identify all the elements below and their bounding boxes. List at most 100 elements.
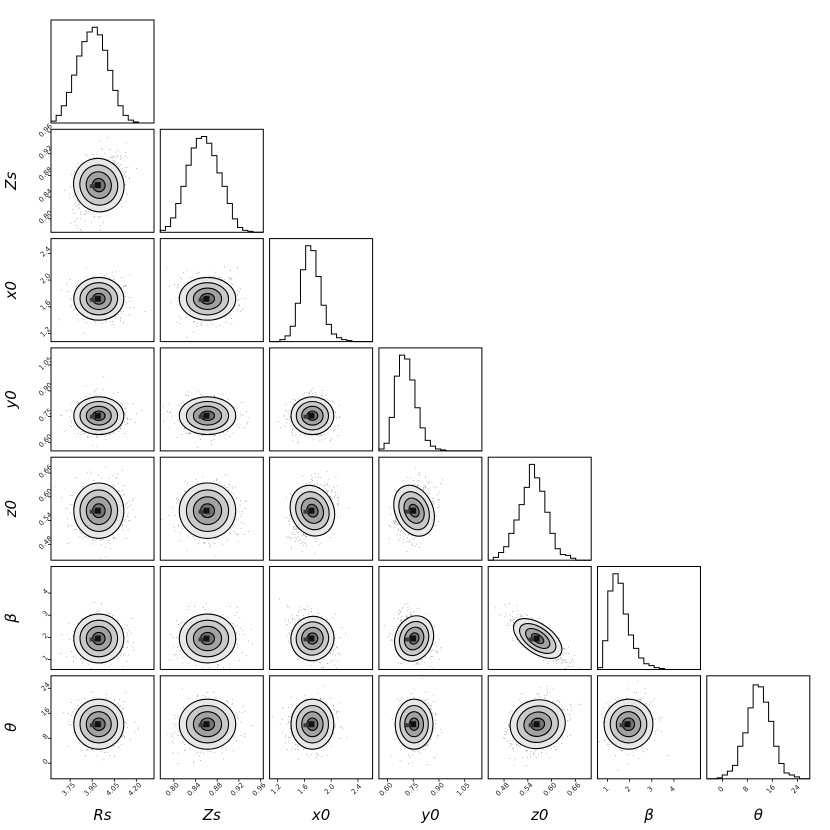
axes-frame bbox=[269, 347, 374, 452]
axes-frame bbox=[50, 128, 155, 233]
axes-frame bbox=[269, 675, 374, 780]
x-axis-label-z0: z0 bbox=[530, 806, 548, 824]
y-tick-label: 2 bbox=[41, 632, 50, 641]
y-tick-label: 1.2 bbox=[39, 325, 53, 339]
y-tick-label: 0.66 bbox=[37, 463, 54, 480]
axes-frame bbox=[159, 566, 264, 670]
panel-Zs-z0 bbox=[159, 456, 264, 561]
panel-y0-y0 bbox=[378, 347, 483, 452]
axes-frame bbox=[378, 347, 483, 452]
x-tick-label: 4.20 bbox=[127, 781, 144, 798]
panel-beta-beta bbox=[597, 566, 701, 670]
panel-x0-y0 bbox=[269, 347, 374, 452]
x-axis-label-beta: β bbox=[643, 806, 654, 824]
x-tick-label: 16 bbox=[765, 783, 777, 795]
axes-frame bbox=[159, 238, 264, 343]
panel-beta-theta: 1 2 3 4 bbox=[597, 675, 701, 794]
y-tick-label: 2.0 bbox=[39, 272, 53, 286]
y-axis-label-beta: β bbox=[2, 613, 20, 624]
x-axis-label-y0: y0 bbox=[420, 806, 439, 824]
y-axis-label-y0: y0 bbox=[2, 390, 20, 409]
axes-frame bbox=[50, 456, 155, 561]
histogram-x0 bbox=[269, 245, 373, 343]
x-tick-label: 0.80 bbox=[164, 781, 181, 798]
x-tick-label: 3.90 bbox=[82, 781, 99, 798]
x-tick-label: 0.75 bbox=[403, 781, 420, 798]
x-tick-label: 1.6 bbox=[296, 782, 310, 796]
axes-frame bbox=[706, 675, 811, 780]
x-tick-label: 0.54 bbox=[518, 781, 535, 798]
y-axis-label-z0: z0 bbox=[2, 500, 20, 518]
x-axis-label-theta: θ bbox=[754, 806, 763, 824]
histogram-y0 bbox=[378, 354, 482, 452]
axes-frame bbox=[378, 456, 483, 561]
axes-frame bbox=[159, 347, 264, 452]
panel-theta-theta: 0 8 16 24 bbox=[706, 675, 811, 795]
panel-z0-z0 bbox=[487, 456, 592, 561]
axes-frame bbox=[50, 566, 155, 670]
y-tick-label: 1 bbox=[41, 654, 50, 663]
x-tick-label: 0.60 bbox=[542, 781, 559, 798]
axes-frame bbox=[487, 566, 592, 670]
axes-frame bbox=[378, 675, 483, 780]
x-tick-label: 1.2 bbox=[269, 783, 283, 797]
panel-z0-beta bbox=[487, 566, 592, 670]
y-tick-label: 0 bbox=[41, 757, 50, 766]
panel-x0-beta bbox=[269, 566, 374, 670]
panel-z0-theta: 0.48 0.54 0.60 0.66 bbox=[487, 675, 592, 798]
x-tick-label: 2 bbox=[624, 785, 633, 794]
y-axis-label-theta: θ bbox=[2, 723, 20, 732]
x-tick-label: 0.66 bbox=[566, 781, 583, 798]
y-tick-label: 4 bbox=[41, 587, 50, 596]
x-tick-label: 0.60 bbox=[378, 781, 395, 798]
axes-frame bbox=[269, 566, 374, 670]
x-axis-label-x0: x0 bbox=[311, 806, 330, 824]
panel-Rs-Zs: 0.800.840.880.920.96 bbox=[37, 122, 155, 233]
histogram-z0 bbox=[488, 463, 592, 561]
x-tick-label: 0.88 bbox=[207, 781, 224, 798]
x-axis-label-Rs: Rs bbox=[93, 806, 111, 824]
y-axis-label-x0: x0 bbox=[2, 281, 20, 300]
x-tick-label: 3 bbox=[646, 785, 655, 794]
x-tick-label: 24 bbox=[790, 783, 802, 795]
panel-Zs-beta bbox=[159, 566, 264, 670]
y-tick-label: 8 bbox=[41, 732, 50, 741]
axes-frame bbox=[487, 456, 592, 561]
axes-frame bbox=[50, 238, 155, 343]
x-axis-label-Zs: Zs bbox=[202, 806, 221, 824]
x-tick-label: 8 bbox=[742, 785, 751, 794]
x-tick-label: 0 bbox=[717, 785, 726, 794]
axes-frame bbox=[159, 128, 264, 233]
x-tick-label: 4 bbox=[668, 785, 677, 794]
axes-frame bbox=[269, 456, 374, 561]
x-tick-label: 4.05 bbox=[105, 781, 122, 798]
panel-Zs-y0 bbox=[159, 347, 264, 452]
panel-Rs-Rs bbox=[50, 19, 155, 124]
axes-frame bbox=[159, 456, 264, 561]
x-tick-label: 0.48 bbox=[494, 781, 511, 798]
y-tick-label: 0.96 bbox=[37, 122, 54, 139]
y-tick-label: 16 bbox=[40, 705, 52, 717]
axes-frame bbox=[159, 675, 264, 780]
x-tick-label: 2.0 bbox=[323, 783, 337, 797]
axes-frame bbox=[597, 675, 701, 780]
x-tick-label: 0.96 bbox=[251, 781, 268, 798]
axes-frame bbox=[50, 347, 155, 452]
x-tick-label: 0.90 bbox=[429, 781, 446, 798]
histogram-theta bbox=[706, 684, 810, 780]
y-tick-label: 24 bbox=[40, 681, 52, 693]
x-tick-label: 2.4 bbox=[350, 782, 364, 796]
y-axis-label-Zs: Zs bbox=[2, 172, 20, 191]
axes-frame bbox=[269, 238, 374, 343]
axes-frame bbox=[50, 19, 155, 124]
y-tick-label: 0.84 bbox=[37, 187, 54, 204]
histogram-Zs bbox=[159, 136, 264, 233]
x-tick-label: 0.84 bbox=[186, 781, 203, 798]
panel-y0-z0 bbox=[378, 456, 483, 561]
panel-x0-theta: 1.2 1.6 2.0 2.4 bbox=[269, 675, 374, 797]
panel-Rs-y0: 0.600.750.901.05 bbox=[37, 347, 155, 452]
x-tick-label: 1 bbox=[602, 785, 611, 794]
